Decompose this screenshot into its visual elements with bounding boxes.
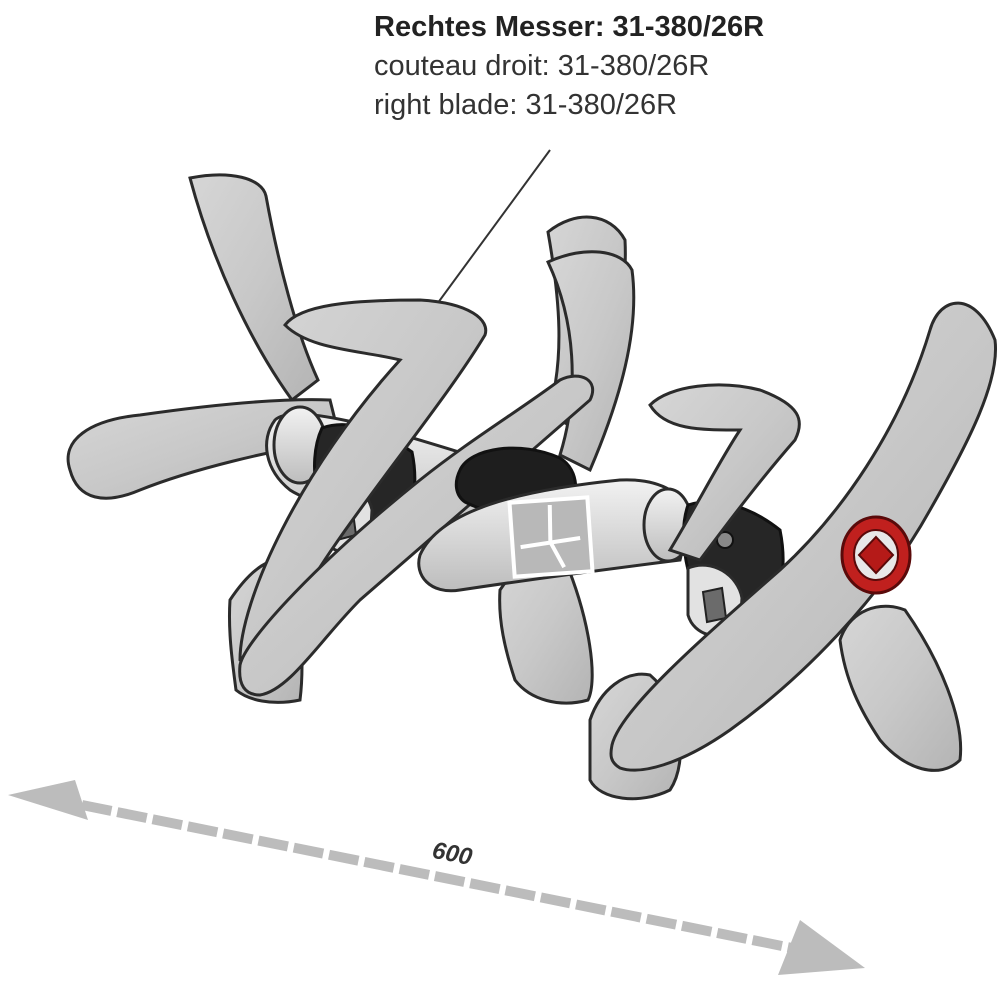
blade-right-lower-rear <box>838 604 963 772</box>
callout-line-english: right blade: 31-380/26R <box>374 89 678 121</box>
blade-right-long-diagonal <box>609 301 998 772</box>
callout-line-german: Rechtes Messer: 31-380/26R <box>374 11 765 43</box>
square-shaft-icon <box>857 535 895 575</box>
brand-logo-mark <box>520 504 581 569</box>
part-callout-label: Rechtes Messer: 31-380/26R couteau droit… <box>374 8 764 125</box>
callout-leader-line <box>417 149 551 331</box>
blade-left-upper-back <box>188 173 320 403</box>
blade-right-upper <box>648 383 801 562</box>
dimension-arrow <box>8 780 865 975</box>
bolt-head-right <box>716 531 734 549</box>
blade-bracket-slot-right <box>701 586 728 624</box>
dimension-value: 600 <box>430 837 475 871</box>
callout-line-french: couteau droit: 31-380/26R <box>374 50 710 82</box>
